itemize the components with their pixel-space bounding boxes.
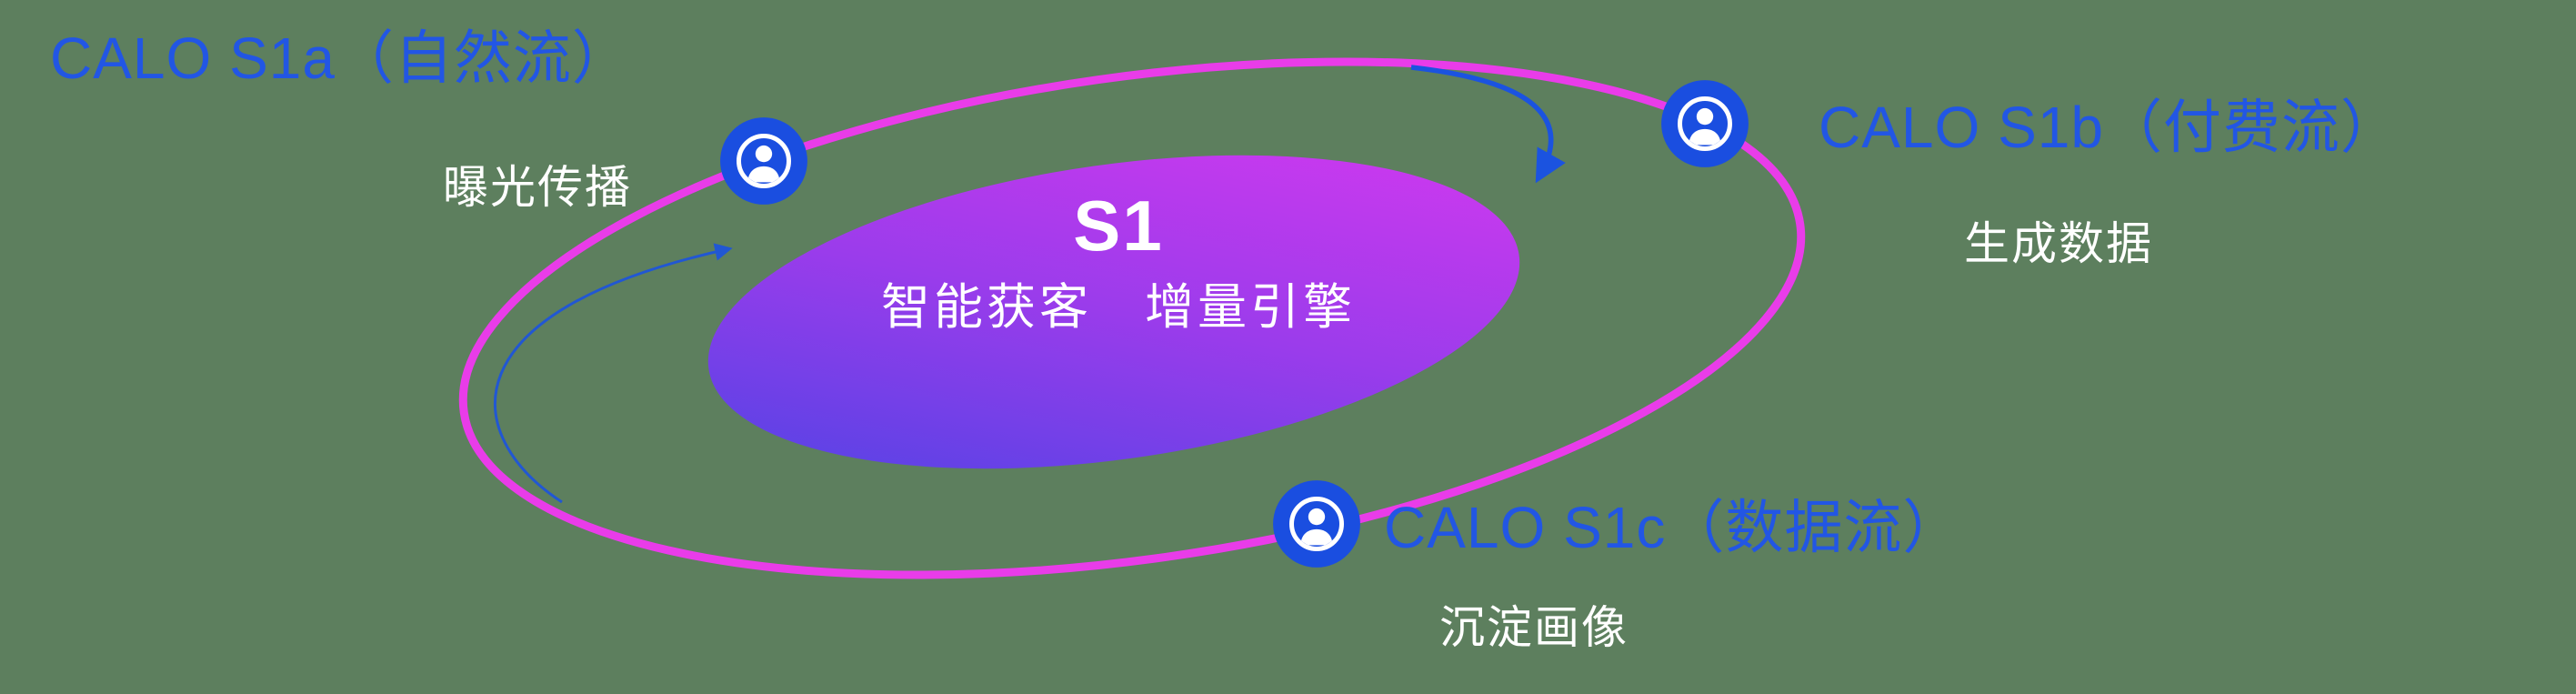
flow-arrow-right [1410,65,1566,184]
sublabel-calo-s1b: 生成数据 [1964,218,2153,269]
sublabel-calo-s1a: 曝光传播 [443,162,632,213]
core-subtitle: 智能获客 增量引擎 [881,280,1356,335]
sublabel-calo-s1c: 沉淀画像 [1439,602,1629,653]
label-calo-s1b: CALO S1b（付费流） [1819,95,2400,160]
core-title: S1 [1073,186,1164,266]
orbit-ring [458,57,1806,579]
core-label-group: S1 智能获客 增量引擎 [750,184,1487,337]
label-calo-s1c: CALO S1c（数据流） [1384,495,1962,560]
flow-arrow-left [494,243,733,504]
core-ellipse [707,155,1520,469]
node-s1c-user-avatar-icon [1273,480,1360,568]
node-s1b-user-avatar-icon [1661,80,1749,167]
label-calo-s1a: CALO S1a（自然流） [50,25,631,91]
